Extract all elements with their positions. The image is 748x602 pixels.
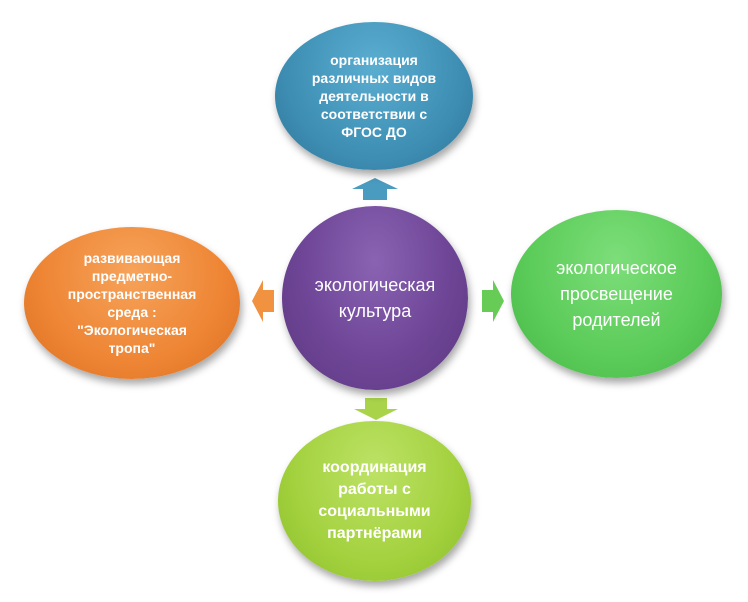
- node-left-label: развивающая предметно- пространственная …: [67, 250, 197, 356]
- node-top: организация различных видов деятельности…: [275, 22, 473, 170]
- node-right-label: экологическое просвещение родителей: [556, 258, 677, 330]
- arrow-down-icon: [354, 398, 398, 420]
- node-bottom-label: координация работы с социальными партнёр…: [318, 459, 431, 542]
- arrow-up-icon: [352, 178, 398, 200]
- node-bottom: координация работы с социальными партнёр…: [278, 421, 471, 581]
- node-center: экологическая культура: [282, 206, 468, 390]
- node-center-label: экологическая культура: [314, 275, 436, 321]
- node-left: развивающая предметно- пространственная …: [24, 227, 240, 379]
- node-right: экологическое просвещение родителей: [511, 210, 722, 378]
- arrow-left-icon: [252, 280, 274, 322]
- arrow-right-icon: [482, 280, 504, 322]
- node-top-label: организация различных видов деятельности…: [311, 52, 437, 140]
